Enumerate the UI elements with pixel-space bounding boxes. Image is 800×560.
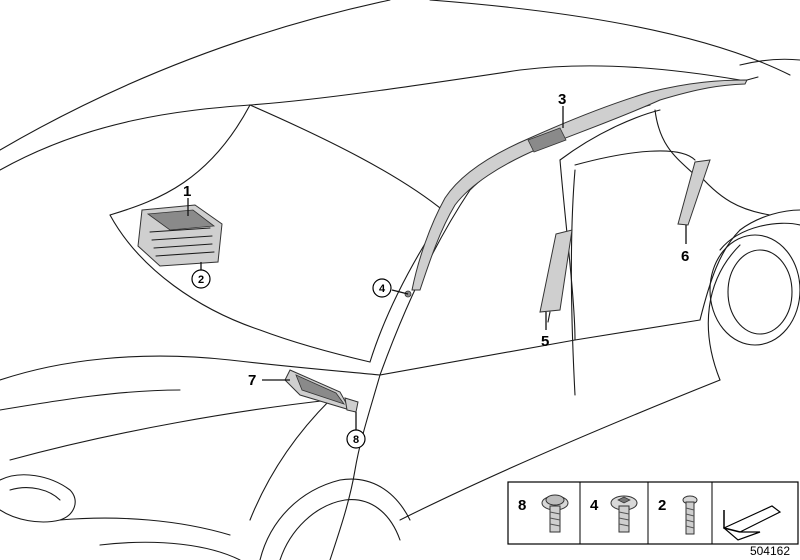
callout-4-circle: 4 (372, 278, 392, 298)
callout-3: 3 (558, 91, 566, 108)
legend-number-4: 4 (590, 497, 599, 514)
curtain-airbag (411, 76, 759, 291)
screw-icon (682, 495, 698, 535)
fastener-legend: 8 4 2 (507, 481, 799, 545)
legend-number-8: 8 (518, 497, 526, 514)
callout-8: 8 (353, 434, 359, 446)
screw-washer-head-icon (541, 494, 569, 533)
callout-2: 2 (198, 274, 204, 286)
torx-screw-washer-icon (610, 495, 638, 533)
callout-2-circle: 2 (191, 269, 211, 289)
callout-4: 4 (379, 283, 386, 295)
passenger-airbag-module (137, 204, 223, 267)
knee-airbag-module (284, 369, 359, 413)
callout-8-circle: 8 (346, 429, 366, 449)
leader-lines (187, 106, 687, 430)
rear-side-airbag (677, 159, 711, 226)
orientation-arrow-icon (722, 505, 782, 541)
diagram-id: 504162 (750, 544, 790, 558)
callout-1: 1 (183, 183, 191, 200)
callout-6: 6 (681, 248, 689, 265)
callout-7: 7 (248, 372, 256, 389)
front-side-airbag (539, 229, 573, 323)
legend-number-2: 2 (658, 497, 666, 514)
callout-5: 5 (541, 333, 549, 350)
